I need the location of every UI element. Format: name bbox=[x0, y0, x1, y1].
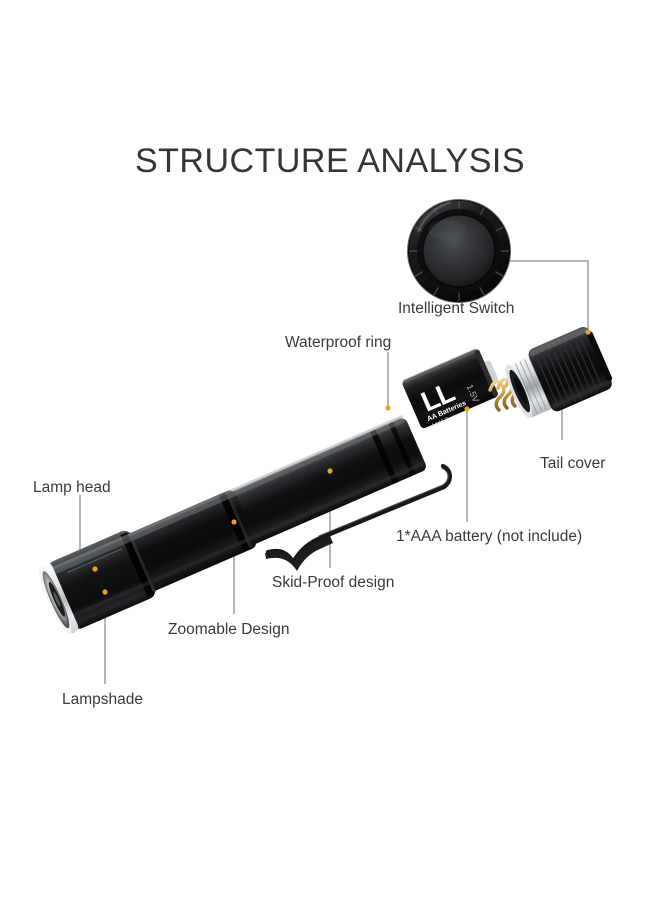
page-title: STRUCTURE ANALYSIS bbox=[134, 142, 525, 180]
callout-intelligent-switch: Intelligent Switch bbox=[398, 300, 515, 317]
callout-waterproof-ring: Waterproof ring bbox=[285, 334, 392, 351]
pocket-clip-foot bbox=[265, 536, 333, 571]
pocket-clip bbox=[265, 463, 452, 565]
tail-cover-part bbox=[505, 326, 613, 419]
callout-lampshade: Lampshade bbox=[62, 691, 144, 708]
callout-tail-cover: Tail cover bbox=[540, 455, 606, 472]
callout-lamp-head: Lamp head bbox=[33, 479, 111, 496]
callout-zoomable-design: Zoomable Design bbox=[168, 621, 290, 638]
intelligent-switch-cap bbox=[407, 199, 511, 303]
callout-skid-proof-design: Skid-Proof design bbox=[272, 574, 395, 591]
callout-aaa-battery: 1*AAA battery (not include) bbox=[396, 528, 583, 545]
aaa-battery-part: LL AA Batteries A AA/LR 1.5V bbox=[402, 348, 499, 429]
anchor-dots bbox=[92, 329, 591, 595]
flashlight-barrel bbox=[38, 415, 452, 635]
pocket-clip-shade bbox=[318, 467, 449, 537]
